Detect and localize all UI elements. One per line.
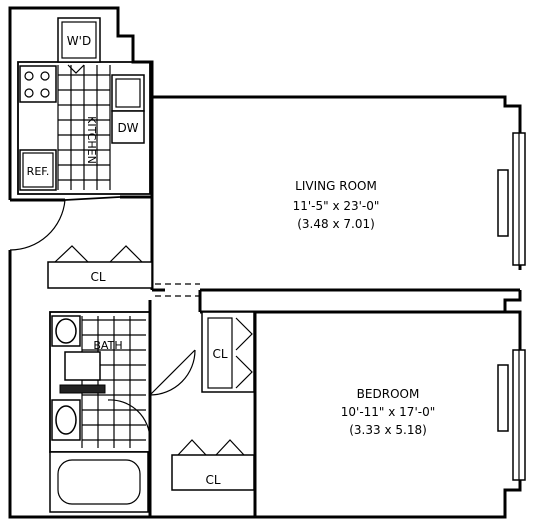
living-room-label-group: LIVING ROOM 11'-5" x 23'-0" (3.48 x 7.01… (293, 179, 380, 231)
hall-passage (155, 283, 200, 297)
living-windows (497, 132, 526, 266)
washer-dryer-label: W'D (67, 34, 91, 48)
hall-closet: CL (171, 439, 255, 491)
bedroom-windows (497, 349, 526, 481)
refrigerator-label: REF. (27, 165, 50, 178)
bedroom-closet-label: CL (212, 347, 227, 361)
dishwasher-label: DW (117, 121, 138, 135)
washer-dryer: W'D (57, 17, 101, 74)
bedroom-label-group: BEDROOM 10'-11" x 17'-0" (3.33 x 5.18) (341, 387, 435, 437)
living-room-dimensions-imperial: 11'-5" x 23'-0" (293, 199, 380, 213)
kitchen-counter (111, 74, 145, 112)
dishwasher: DW (111, 110, 145, 144)
entry-closet-label: CL (90, 270, 105, 284)
stove (19, 65, 57, 103)
kitchen-tile-grid (57, 65, 111, 190)
kitchen-walls (8, 6, 154, 202)
bedroom-closet: CL (201, 311, 255, 393)
living-room-dimensions-metric: (3.48 x 7.01) (297, 217, 375, 231)
bedroom-name: BEDROOM (357, 387, 420, 401)
entry-door (9, 196, 121, 251)
bedroom-dimensions-metric: (3.33 x 5.18) (349, 423, 427, 437)
kitchen-label: KITCHEN (85, 116, 98, 164)
entry-closet: CL (47, 245, 153, 289)
hall-closet-label: CL (205, 473, 220, 487)
living-room-name: LIVING ROOM (295, 179, 377, 193)
refrigerator: REF. (19, 149, 57, 191)
bath-area: BATH (49, 311, 196, 453)
bathtub (49, 451, 149, 513)
bath-label: BATH (93, 339, 122, 352)
bedroom-dimensions-imperial: 10'-11" x 17'-0" (341, 405, 435, 419)
